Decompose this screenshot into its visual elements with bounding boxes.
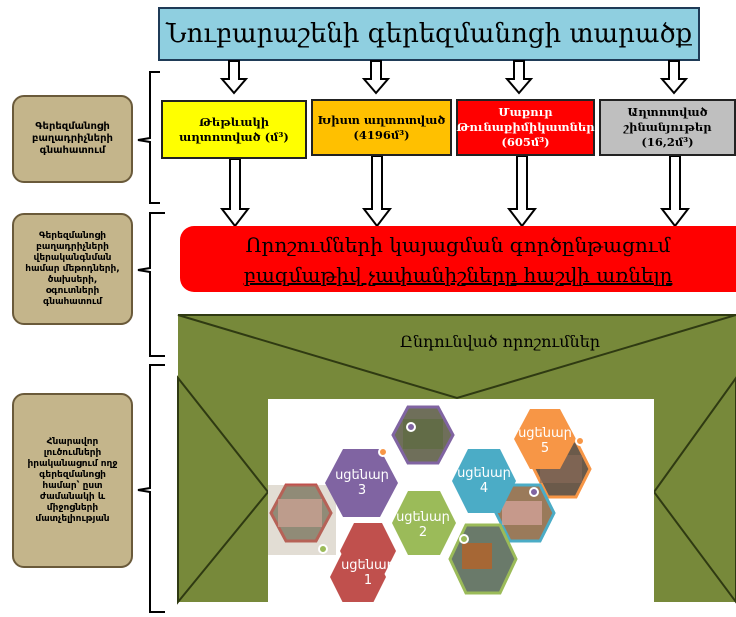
side-box-methods: Գերեզմանոցի բաղադրիչների վերականգնման հա… [12,213,133,325]
site-photo-a [268,483,336,555]
process-line-1: Որոշումների կայացման գործընթացում [245,233,671,257]
scenario-graphic [268,405,592,602]
process-bar: Որոշումների կայացման գործընթացում բազմաթ… [180,226,736,292]
category-heavily-polluted: Խիստ աղտոտված (4196մ³) [311,99,452,156]
arrow-title-to-cat-1 [221,60,247,94]
side-box-assessment: Գերեզմանոցի բաղադրիչների գնահատում [12,95,133,183]
scenario-hex-4 [452,449,516,513]
decisions-label: Ընդունված որոշումներ [399,331,601,351]
scenario-hex-3 [325,449,398,517]
bracket-3 [137,364,165,613]
bracket-2 [137,212,165,357]
category-polluted-materials: Աղտոտված շինանյութեր (16,2մ³) [599,99,736,156]
arrow-cat-3-to-process [506,155,538,228]
arrow-title-to-cat-4 [661,60,687,94]
site-photo-b [391,405,455,465]
scenario-hex-5 [514,409,576,469]
arrow-title-to-cat-2 [363,60,389,94]
arrow-cat-1-to-process [219,158,251,228]
bracket-1 [137,71,160,204]
diagram-title: Նուբարաշենի գերեզմանոցի տարածք [158,7,700,61]
scenario-hex-2 [392,491,456,555]
arrow-cat-2-to-process [361,155,393,228]
category-clean-pesticides: Մաքուր Թունաքիմիկատներ (605մ³) [456,99,595,156]
arrow-cat-4-to-process [659,155,691,228]
process-line-2: բազմաթիվ չափանիշները հաշվի առնելը [243,263,673,287]
side-box-implementation: Հնարավոր լուծումների իրականացում ողջ գեր… [12,393,133,568]
arrow-title-to-cat-3 [506,60,532,94]
site-photo-e [448,523,518,595]
scenario-hex-1 [330,523,396,602]
category-lightly-polluted: Թեթևակի աղտոտված (մ³) [161,100,307,159]
